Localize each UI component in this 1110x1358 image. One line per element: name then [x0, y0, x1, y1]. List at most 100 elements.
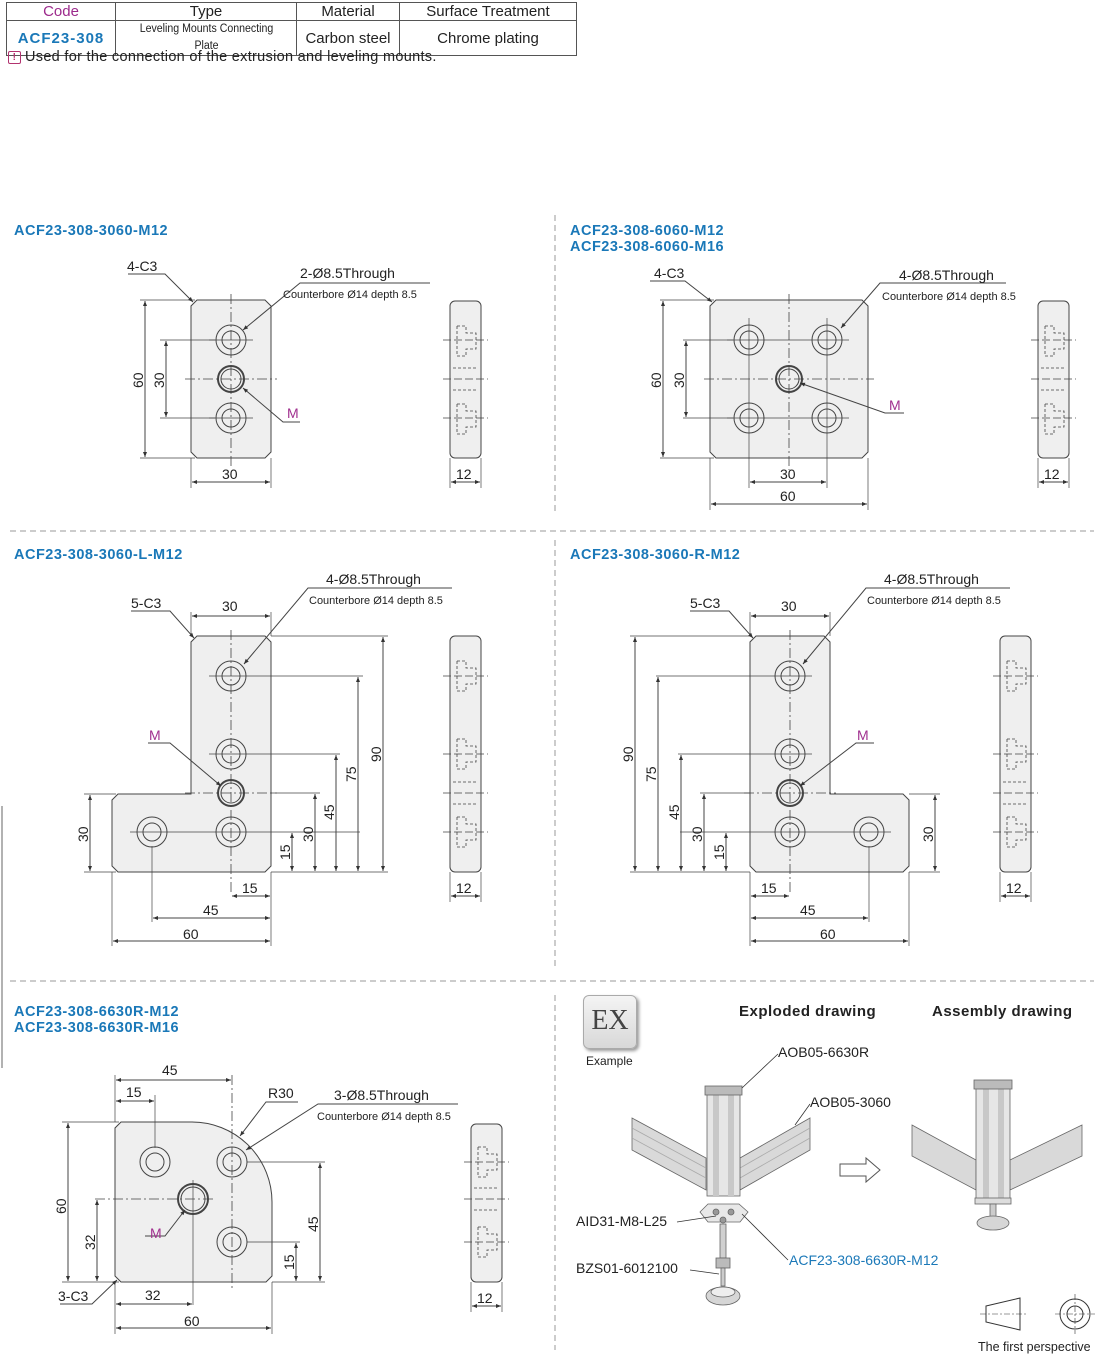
m-label: M	[149, 727, 161, 743]
exploded-drawing-title: Exploded drawing	[739, 1003, 877, 1020]
side-view	[449, 300, 482, 459]
dim-60-bottom: 60	[183, 926, 199, 942]
counterbore-label: Counterbore Ø14 depth 8.5	[283, 289, 417, 301]
usage-note-text: Used for the connection of the extrusion…	[25, 49, 437, 65]
title-3060-r-m12: ACF23-308-3060-R-M12	[570, 547, 741, 563]
drawing-3060-l: 5-C3 4-Ø8.5Through Counterbore Ø14 depth…	[75, 571, 488, 946]
dim-15-bottom: 15	[761, 880, 777, 896]
example-badge-label: Example	[586, 1054, 633, 1068]
spec-header-row: Code Type Material Surface Treatment	[6, 2, 577, 21]
spec-type: Leveling Mounts Connecting Plate	[122, 20, 290, 56]
dim-30-top: 30	[222, 598, 238, 614]
counterbore-label: Counterbore Ø14 depth 8.5	[309, 595, 443, 607]
plate-outline	[114, 1121, 273, 1283]
drawing-3060-m12: 4-C3 2-Ø8.5Through Counterbore Ø14 depth…	[127, 258, 488, 488]
m-label: M	[287, 405, 299, 421]
part-label-aid31: AID31-M8-L25	[576, 1213, 668, 1229]
chamfer-label: 4-C3	[654, 265, 685, 281]
dim-45-bottom: 45	[800, 902, 816, 918]
holes-label: 4-Ø8.5Through	[899, 267, 994, 283]
holes-label: 3-Ø8.5Through	[334, 1087, 429, 1103]
dim-45: 45	[321, 804, 337, 820]
dim-60-bottom: 60	[820, 926, 836, 942]
counterbore-label: Counterbore Ø14 depth 8.5	[867, 595, 1001, 607]
title-6060-m12: ACF23-308-6060-M12	[570, 223, 725, 239]
dim-15-bottom: 15	[242, 880, 258, 896]
radius-label: R30	[268, 1085, 294, 1101]
dim-30-left: 30	[689, 826, 705, 842]
example-badge: EX	[583, 995, 637, 1049]
dim-30-v: 30	[671, 372, 687, 388]
drawing-3060-r: 5-C3 4-Ø8.5Through Counterbore Ø14 depth…	[620, 571, 1038, 946]
dim-45-v: 45	[305, 1216, 321, 1232]
dim-15-top: 15	[126, 1084, 142, 1100]
perspective-label: The first perspective	[978, 1340, 1091, 1354]
title-6060-m16: ACF23-308-6060-M16	[570, 239, 725, 255]
dim-45-top: 45	[162, 1062, 178, 1078]
chamfer-label: 3-C3	[58, 1288, 89, 1304]
dim-15-v: 15	[281, 1254, 297, 1270]
chamfer-label: 4-C3	[127, 258, 158, 274]
title-6630r-m16: ACF23-308-6630R-M16	[14, 1020, 180, 1036]
dim-32-h: 32	[145, 1287, 161, 1303]
dim-30-right: 30	[920, 826, 936, 842]
dim-90: 90	[368, 746, 384, 762]
part-label-bzs01: BZS01-6012100	[576, 1260, 678, 1276]
warning-icon: !	[8, 51, 21, 64]
dim-12: 12	[456, 466, 472, 482]
exploded-illustration	[631, 1053, 881, 1306]
chamfer-label: 5-C3	[131, 595, 162, 611]
dim-60: 60	[130, 372, 146, 388]
holes-label: 2-Ø8.5Through	[300, 265, 395, 281]
part-label-aob05-3060: AOB05-3060	[810, 1094, 891, 1110]
dim-90: 90	[620, 746, 636, 762]
dim-60-v: 60	[53, 1198, 69, 1214]
holes-label: 4-Ø8.5Through	[326, 571, 421, 587]
side-view	[470, 1123, 503, 1283]
dim-30-top: 30	[781, 598, 797, 614]
dim-60-h: 60	[184, 1313, 200, 1329]
holes-label: 4-Ø8.5Through	[884, 571, 979, 587]
spec-table: Code Type Material Surface Treatment ACF…	[6, 2, 577, 56]
usage-note: ! Used for the connection of the extrusio…	[8, 49, 437, 65]
dim-12: 12	[1006, 880, 1022, 896]
dim-15-left: 15	[711, 844, 727, 860]
first-perspective-symbol	[980, 1294, 1095, 1334]
spec-code: ACF23-308	[6, 20, 116, 56]
title-6630r-m12: ACF23-308-6630R-M12	[14, 1004, 180, 1020]
dim-30-v: 30	[151, 372, 167, 388]
dim-60-h: 60	[780, 488, 796, 504]
m-label: M	[889, 397, 901, 413]
dim-75: 75	[643, 766, 659, 782]
chamfer-label: 5-C3	[690, 595, 721, 611]
m-label: M	[150, 1225, 162, 1241]
spec-surface: Chrome plating	[399, 20, 577, 56]
dim-75: 75	[343, 766, 359, 782]
dim-32-v: 32	[82, 1234, 98, 1250]
counterbore-label: Counterbore Ø14 depth 8.5	[882, 291, 1016, 303]
spec-material: Carbon steel	[296, 20, 400, 56]
dim-30-h: 30	[780, 466, 796, 482]
part-label-aob05-6630r: AOB05-6630R	[778, 1044, 870, 1060]
side-view	[1037, 300, 1070, 459]
assembly-drawing-title: Assembly drawing	[932, 1003, 1073, 1020]
drawing-6630r: 45 15 R30 3-Ø8.5Through Counterbore Ø14 …	[53, 1062, 509, 1334]
dim-45: 45	[666, 804, 682, 820]
dim-30-h: 30	[222, 466, 238, 482]
assembly-illustration	[911, 1079, 1083, 1231]
dim-15-right: 15	[277, 844, 293, 860]
dim-30-right: 30	[300, 826, 316, 842]
dim-12: 12	[477, 1290, 493, 1306]
m-label: M	[857, 727, 869, 743]
dim-12: 12	[456, 880, 472, 896]
dim-30-left: 30	[75, 826, 91, 842]
part-label-acf23: ACF23-308-6630R-M12	[789, 1252, 939, 1268]
arrow-icon	[839, 1156, 881, 1184]
dim-60-v: 60	[648, 372, 664, 388]
title-3060-m12: ACF23-308-3060-M12	[14, 223, 169, 239]
counterbore-label: Counterbore Ø14 depth 8.5	[317, 1111, 451, 1123]
drawing-6060: 4-C3 4-Ø8.5Through Counterbore Ø14 depth…	[648, 265, 1076, 510]
dim-45-bottom: 45	[203, 902, 219, 918]
dim-12: 12	[1044, 466, 1060, 482]
